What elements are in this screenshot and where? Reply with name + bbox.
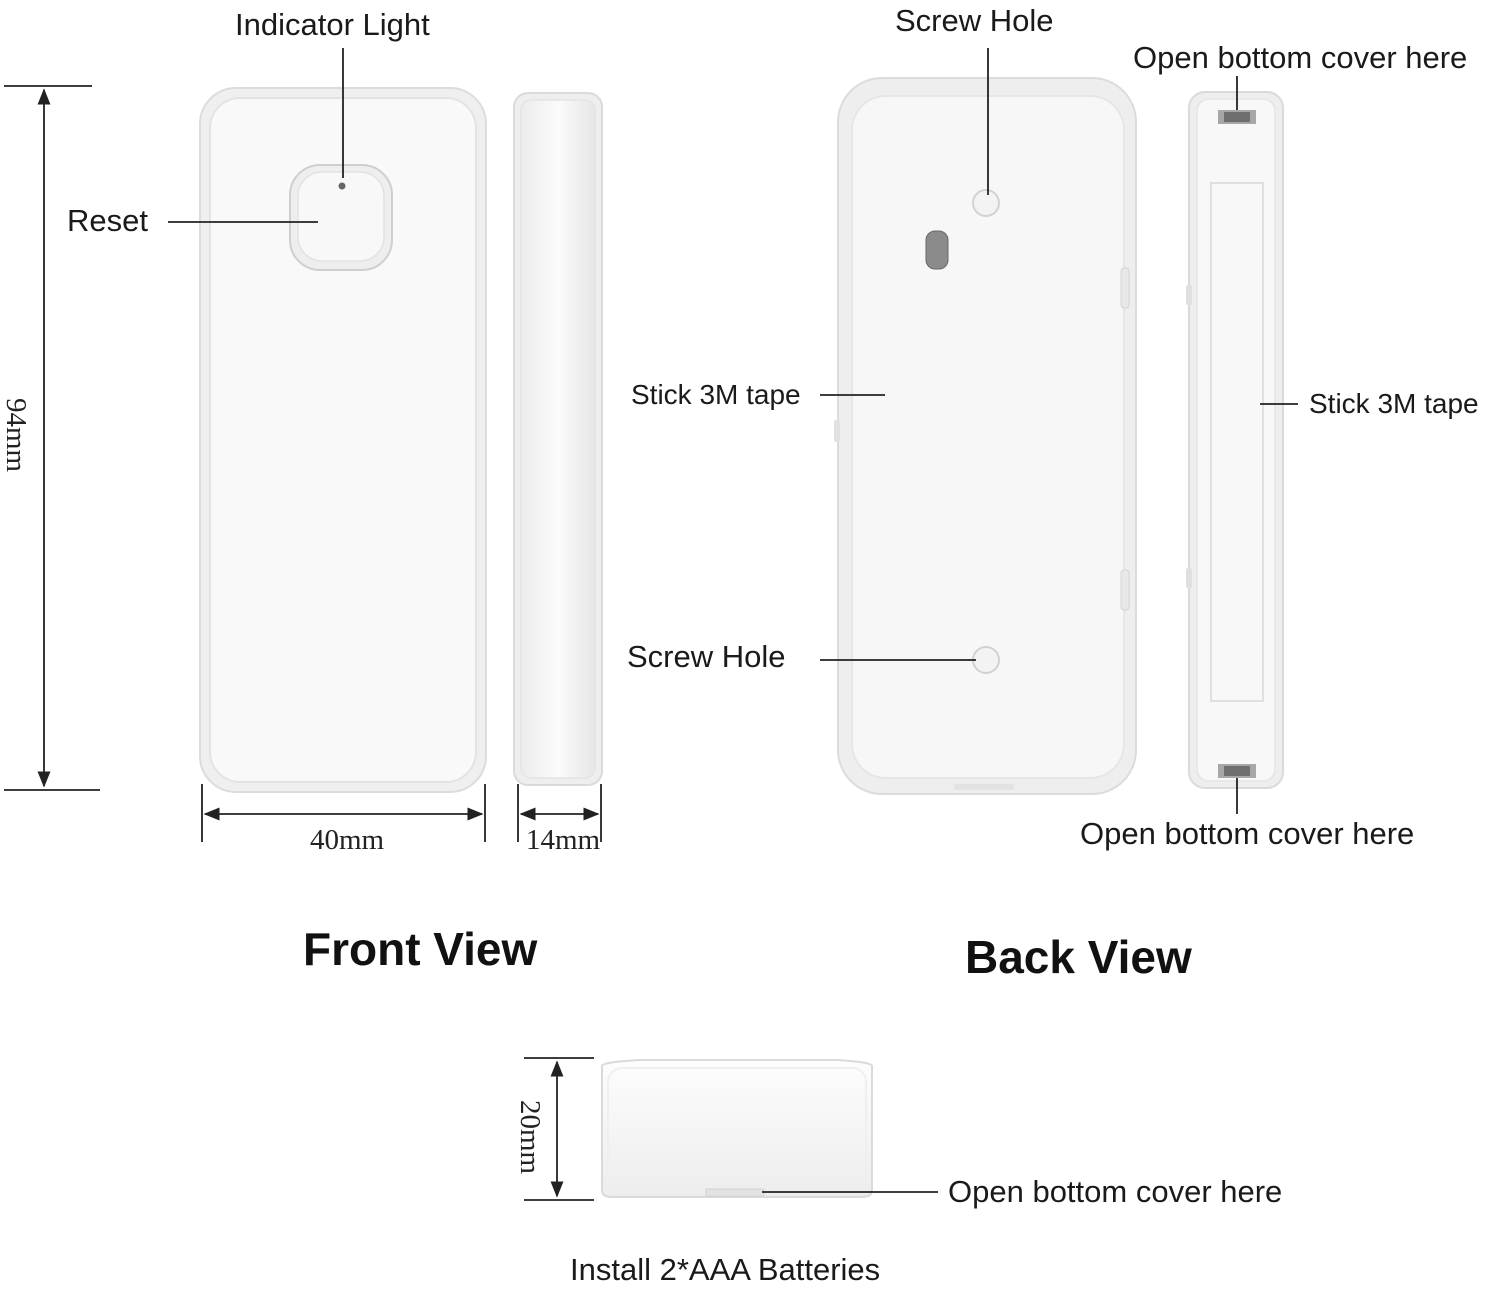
screw-hole-bottom-icon — [972, 646, 1000, 674]
dimension-magnet-height-label: 20mm — [514, 1100, 546, 1175]
magnet-unit — [601, 1059, 873, 1198]
back-view-title: Back View — [965, 931, 1192, 983]
stick-tape-back-label: Stick 3M tape — [631, 379, 801, 410]
front-side-profile — [513, 92, 603, 786]
indicator-light-label: Indicator Light — [235, 7, 430, 42]
open-cover-side-bottom-label: Open bottom cover here — [1080, 816, 1415, 851]
dimension-height — [4, 85, 100, 791]
indicator-light-icon — [338, 182, 346, 190]
dimension-width-label: 40mm — [310, 824, 385, 856]
front-view-title: Front View — [303, 923, 538, 975]
install-batteries-label: Install 2*AAA Batteries — [570, 1252, 881, 1287]
stick-tape-side-label: Stick 3M tape — [1309, 388, 1479, 419]
reset-button — [289, 164, 393, 271]
front-view-device — [199, 87, 487, 793]
dimension-magnet-height — [524, 1057, 594, 1201]
cover-latch-bottom-icon — [1218, 764, 1256, 778]
reset-label: Reset — [67, 203, 148, 238]
open-cover-top-label: Open bottom cover here — [1133, 40, 1468, 75]
screw-hole-top-label: Screw Hole — [895, 3, 1054, 38]
dimension-depth — [517, 784, 602, 842]
dimension-height-label: 94mm — [0, 398, 32, 473]
cover-latch-top-icon — [1218, 110, 1256, 124]
open-cover-bottom-unit-label: Open bottom cover here — [948, 1174, 1283, 1209]
dimension-depth-label: 14mm — [526, 824, 601, 856]
back-view-device — [834, 77, 1137, 795]
leader-lines — [168, 48, 1298, 1193]
sensor-window-icon — [925, 230, 949, 270]
screw-hole-bottom-label: Screw Hole — [627, 639, 786, 674]
dimension-width — [201, 784, 486, 842]
screw-hole-top-icon — [972, 189, 1000, 217]
back-side-profile — [1186, 91, 1284, 789]
